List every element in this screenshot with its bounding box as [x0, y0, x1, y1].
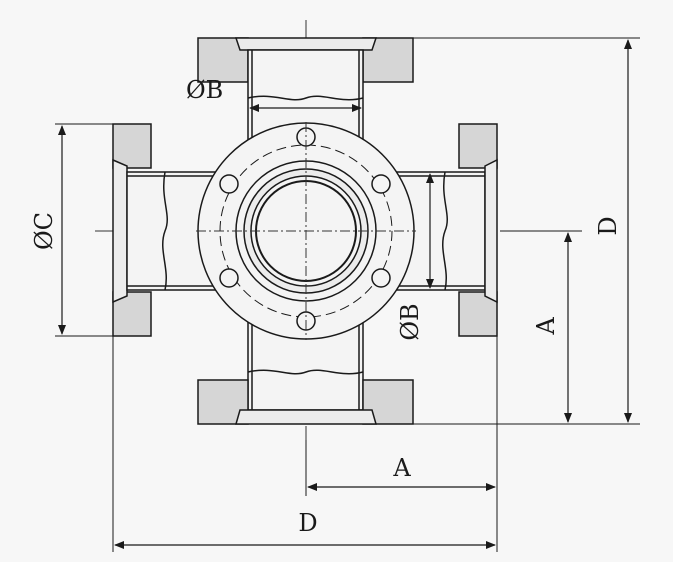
dimension-lines: [58, 39, 632, 549]
label-dia-b-right: ØB: [396, 303, 424, 340]
bolt-holes: [219, 127, 391, 331]
top-ferrule: [234, 37, 378, 51]
center-flange: [196, 122, 416, 340]
label-d-bottom: D: [298, 509, 317, 537]
bottom-break-line: [247, 369, 364, 375]
right-ferrule: [484, 158, 498, 304]
right-clamp-top: [458, 123, 498, 169]
bolt-hole: [219, 174, 239, 194]
label-d-right: D: [594, 216, 622, 235]
bolt-circle: [219, 144, 393, 318]
left-break-line: [162, 171, 168, 291]
label-dia-c-left: ØC: [30, 212, 58, 250]
bolt-hole: [219, 268, 239, 288]
extension-lines: [55, 37, 640, 552]
top-break-line: [247, 95, 364, 101]
label-a-bottom: A: [392, 454, 411, 482]
bottom-ferrule: [235, 409, 377, 425]
label-dia-b-top: ØB: [186, 76, 223, 104]
bolt-hole: [371, 174, 391, 194]
left-clamp-top: [112, 123, 152, 169]
right-break-line: [442, 171, 448, 291]
label-a-right: A: [532, 317, 560, 336]
bolt-hole: [371, 268, 391, 288]
left-ferrule: [112, 158, 128, 304]
